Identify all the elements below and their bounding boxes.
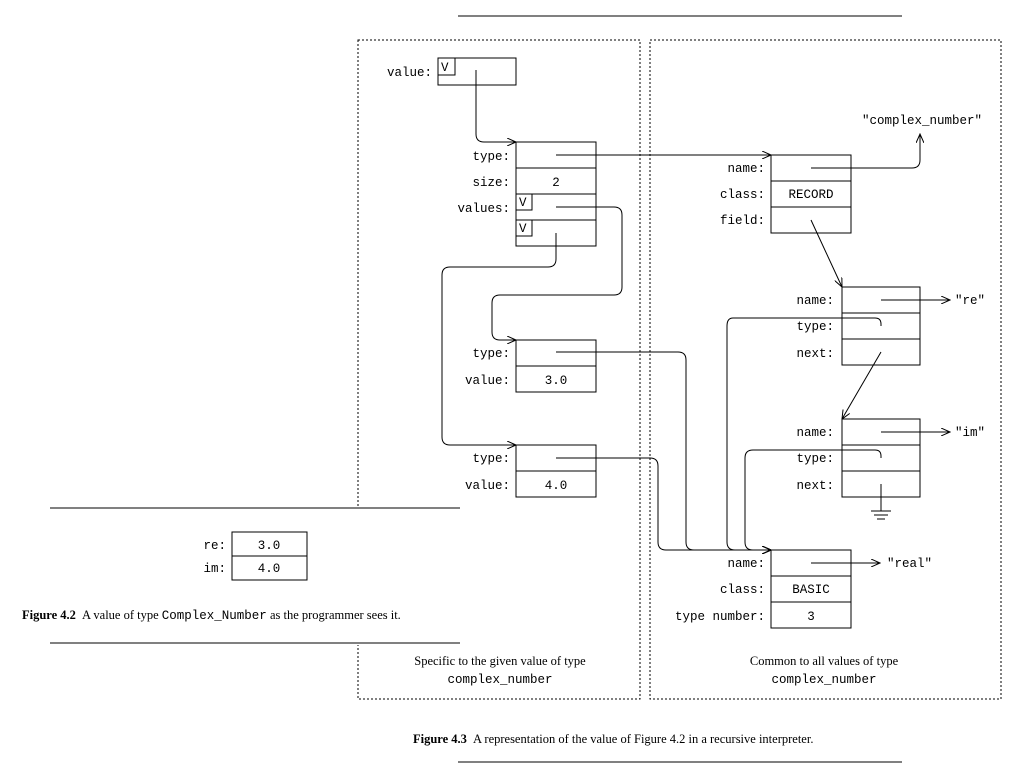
outer-type-label: type: (472, 150, 510, 164)
svg-text:name:: name: (796, 294, 834, 308)
fig42-re-value: 3.0 (258, 539, 281, 553)
svg-text:name:: name: (727, 162, 765, 176)
svg-text:type:: type: (472, 347, 510, 361)
fig42-re-label: re: (203, 539, 226, 553)
svg-text:value:: value: (465, 374, 510, 388)
right-panel-caption: Common to all values of type (750, 654, 899, 668)
real-typenum-value: 3 (807, 610, 815, 624)
svg-text:class:: class: (720, 583, 765, 597)
outer-record: V V type: size: 2 values: (457, 141, 597, 247)
re-value: 3.0 (545, 374, 568, 388)
svg-text:type:: type: (472, 452, 510, 466)
left-panel-code: complex_number (447, 673, 552, 687)
complex-descriptor: name: class: RECORD field: (720, 154, 852, 234)
real-descriptor: name: class: BASIC type number: 3 (675, 549, 852, 629)
pointer-arrows (441, 70, 950, 563)
outer-size-value: 2 (552, 176, 560, 190)
outer-values-label: values: (457, 202, 510, 216)
right-panel-code: complex_number (771, 673, 876, 687)
svg-text:name:: name: (727, 557, 765, 571)
svg-text:name:: name: (796, 426, 834, 440)
svg-text:V: V (441, 61, 449, 75)
svg-text:next:: next: (796, 479, 834, 493)
svg-text:V: V (519, 196, 527, 210)
svg-text:V: V (519, 222, 527, 236)
complex-class-value: RECORD (788, 188, 833, 202)
im-value-record: type: value: 4.0 (465, 444, 597, 498)
complex-name-string: "complex_number" (862, 114, 982, 128)
null-ground-icon (871, 484, 891, 520)
value-label: value: (387, 66, 432, 80)
im-value: 4.0 (545, 479, 568, 493)
field-im-record: name: type: next: (796, 418, 921, 498)
right-panel-frame (649, 39, 1002, 700)
im-name-string: "im" (955, 426, 985, 440)
svg-text:type:: type: (796, 320, 834, 334)
outer-size-label: size: (472, 176, 510, 190)
left-panel-frame (357, 39, 641, 700)
field-re-record: name: type: next: (796, 286, 921, 366)
re-name-string: "re" (955, 294, 985, 308)
real-name-string: "real" (887, 557, 932, 571)
fig42-im-label: im: (203, 562, 226, 576)
re-value-record: type: value: 3.0 (465, 339, 597, 393)
left-panel-caption: Specific to the given value of type (414, 654, 586, 668)
svg-text:type number:: type number: (675, 610, 765, 624)
fig42-im-value: 4.0 (258, 562, 281, 576)
svg-text:type:: type: (796, 452, 834, 466)
real-class-value: BASIC (792, 583, 830, 597)
fig42-record: re: 3.0 im: 4.0 (203, 531, 308, 581)
svg-text:field:: field: (720, 214, 765, 228)
value-v-marker (437, 57, 456, 76)
svg-text:next:: next: (796, 347, 834, 361)
svg-text:value:: value: (465, 479, 510, 493)
svg-text:class:: class: (720, 188, 765, 202)
